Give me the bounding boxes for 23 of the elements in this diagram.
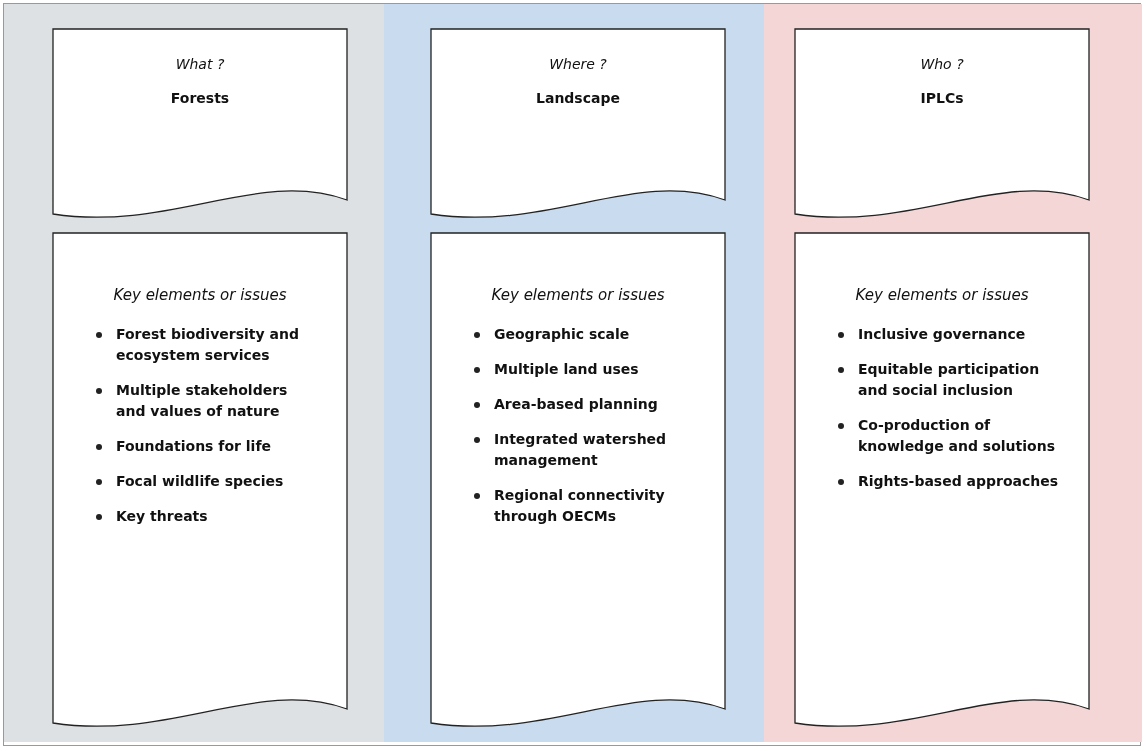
bullet-item: Rights-based approaches (834, 471, 1060, 492)
bullet-item: Key threats (92, 506, 318, 527)
bullet-item: Regional connectivity through OECMs (470, 485, 696, 527)
bullet-item: Foundations for life (92, 436, 318, 457)
bullet-item: Multiple stakeholders and values of nature (92, 380, 318, 422)
bullet-item: Area-based planning (470, 394, 696, 415)
bullet-item: Equitable participation and social inclusion (834, 359, 1060, 401)
section-heading: Key elements or issues (854, 286, 1030, 304)
section-heading: Key elements or issues (112, 286, 288, 304)
topic-heading: Landscape (535, 90, 621, 106)
question-heading: What ? (174, 56, 226, 72)
bullet-item: Multiple land uses (470, 359, 696, 380)
bullet-item: Co-production of knowledge and solutions (834, 415, 1060, 457)
bullet-item: Inclusive governance (834, 324, 1060, 345)
bullet-item: Focal wildlife species (92, 471, 318, 492)
section-heading: Key elements or issues (490, 286, 666, 304)
topic-heading: Forests (169, 90, 231, 106)
topic-heading: IPLCs (919, 90, 965, 106)
bullet-item: Integrated watershed management (470, 429, 696, 471)
bullet-item: Forest biodiversity and ecosystem services (92, 324, 318, 366)
question-heading: Where ? (548, 56, 608, 72)
bullet-item: Geographic scale (470, 324, 696, 345)
question-heading: Who ? (919, 56, 965, 72)
